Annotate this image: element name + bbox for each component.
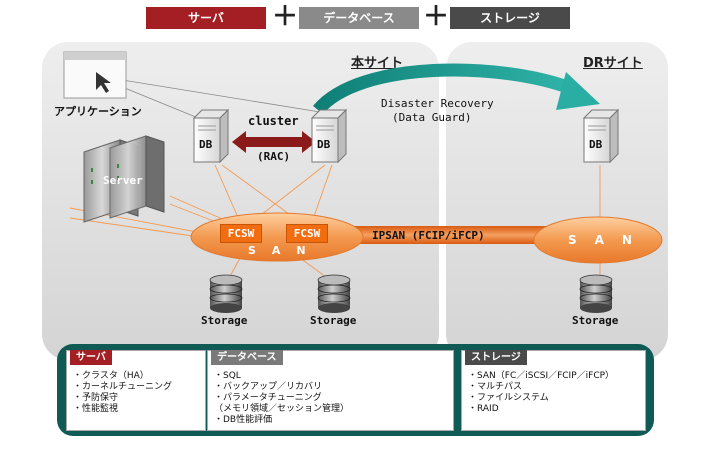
list-item: ・バックアップ／リカバリ [214, 382, 323, 392]
cluster-label: cluster [248, 114, 299, 128]
application-label: アプリケーション [54, 105, 142, 118]
list-item: ・SAN（FC／iSCSI／FCIP／iFCP） [468, 371, 615, 381]
ipsan-label: IPSAN (FCIP/iFCP) [372, 229, 485, 242]
server-label: Server [103, 174, 143, 187]
db-label-dr: DB [589, 138, 603, 151]
dr-site-title: DRサイト [583, 56, 643, 71]
list-item: ・パラメータチューニング [214, 393, 322, 403]
list-item: ・SQL [214, 371, 241, 381]
list-item: ・RAID [468, 404, 499, 414]
db-label-main-2: DB [317, 138, 331, 151]
server-feature-list: ・クラスタ（HA） ・カーネルチューニング ・予防保守 ・性能監視 [73, 371, 172, 415]
database-feature-list: ・SQL ・バックアップ／リカバリ ・パラメータチューニング （メモリ領域／セッ… [214, 371, 349, 426]
dr-label-2: (Data Guard) [392, 111, 472, 124]
dr-site [446, 42, 668, 360]
tab-database: データベース [299, 7, 419, 29]
plus-icon: ＋ [272, 2, 299, 32]
plus-icon: ＋ [423, 2, 450, 32]
list-item: ・ファイルシステム [468, 393, 549, 403]
database-feature-title: データベース [211, 350, 283, 365]
rac-label: (RAC) [257, 150, 291, 163]
list-item: ・カーネルチューニング [73, 382, 173, 392]
tab-storage: ストレージ [450, 7, 570, 29]
storage-label-1: Storage [201, 314, 248, 327]
list-item: ・性能監視 [73, 404, 119, 414]
db-label-main-1: DB [199, 138, 213, 151]
dr-label-1: Disaster Recovery [381, 97, 494, 110]
list-item: （メモリ領域／セッション管理） [214, 404, 350, 414]
list-item: ・マルチパス [468, 382, 523, 392]
main-site-title: 本サイト [351, 56, 404, 71]
list-item: ・DB性能評価 [214, 415, 273, 425]
server-feature-title: サーバ [70, 350, 112, 365]
fcsw-switch-2: FCSW [286, 224, 328, 243]
storage-feature-box: ストレージ ・SAN（FC／iSCSI／FCIP／iFCP） ・マルチパス ・フ… [461, 350, 646, 431]
san-label-main: SAN [248, 244, 322, 257]
list-item: ・クラスタ（HA） [73, 371, 149, 381]
database-feature-box: データベース ・SQL ・バックアップ／リカバリ ・パラメータチューニング （メ… [207, 350, 454, 431]
server-feature-box: サーバ ・クラスタ（HA） ・カーネルチューニング ・予防保守 ・性能監視 [66, 350, 206, 431]
storage-label-2: Storage [310, 314, 357, 327]
tab-server: サーバ [146, 7, 266, 29]
feature-panel: サーバ ・クラスタ（HA） ・カーネルチューニング ・予防保守 ・性能監視 デー… [57, 344, 654, 436]
list-item: ・予防保守 [73, 393, 119, 403]
storage-label-dr: Storage [572, 314, 619, 327]
fcsw-switch-1: FCSW [220, 224, 262, 243]
san-label-dr: SAN [568, 233, 650, 247]
storage-feature-title: ストレージ [465, 350, 527, 365]
storage-feature-list: ・SAN（FC／iSCSI／FCIP／iFCP） ・マルチパス ・ファイルシステ… [468, 371, 614, 415]
